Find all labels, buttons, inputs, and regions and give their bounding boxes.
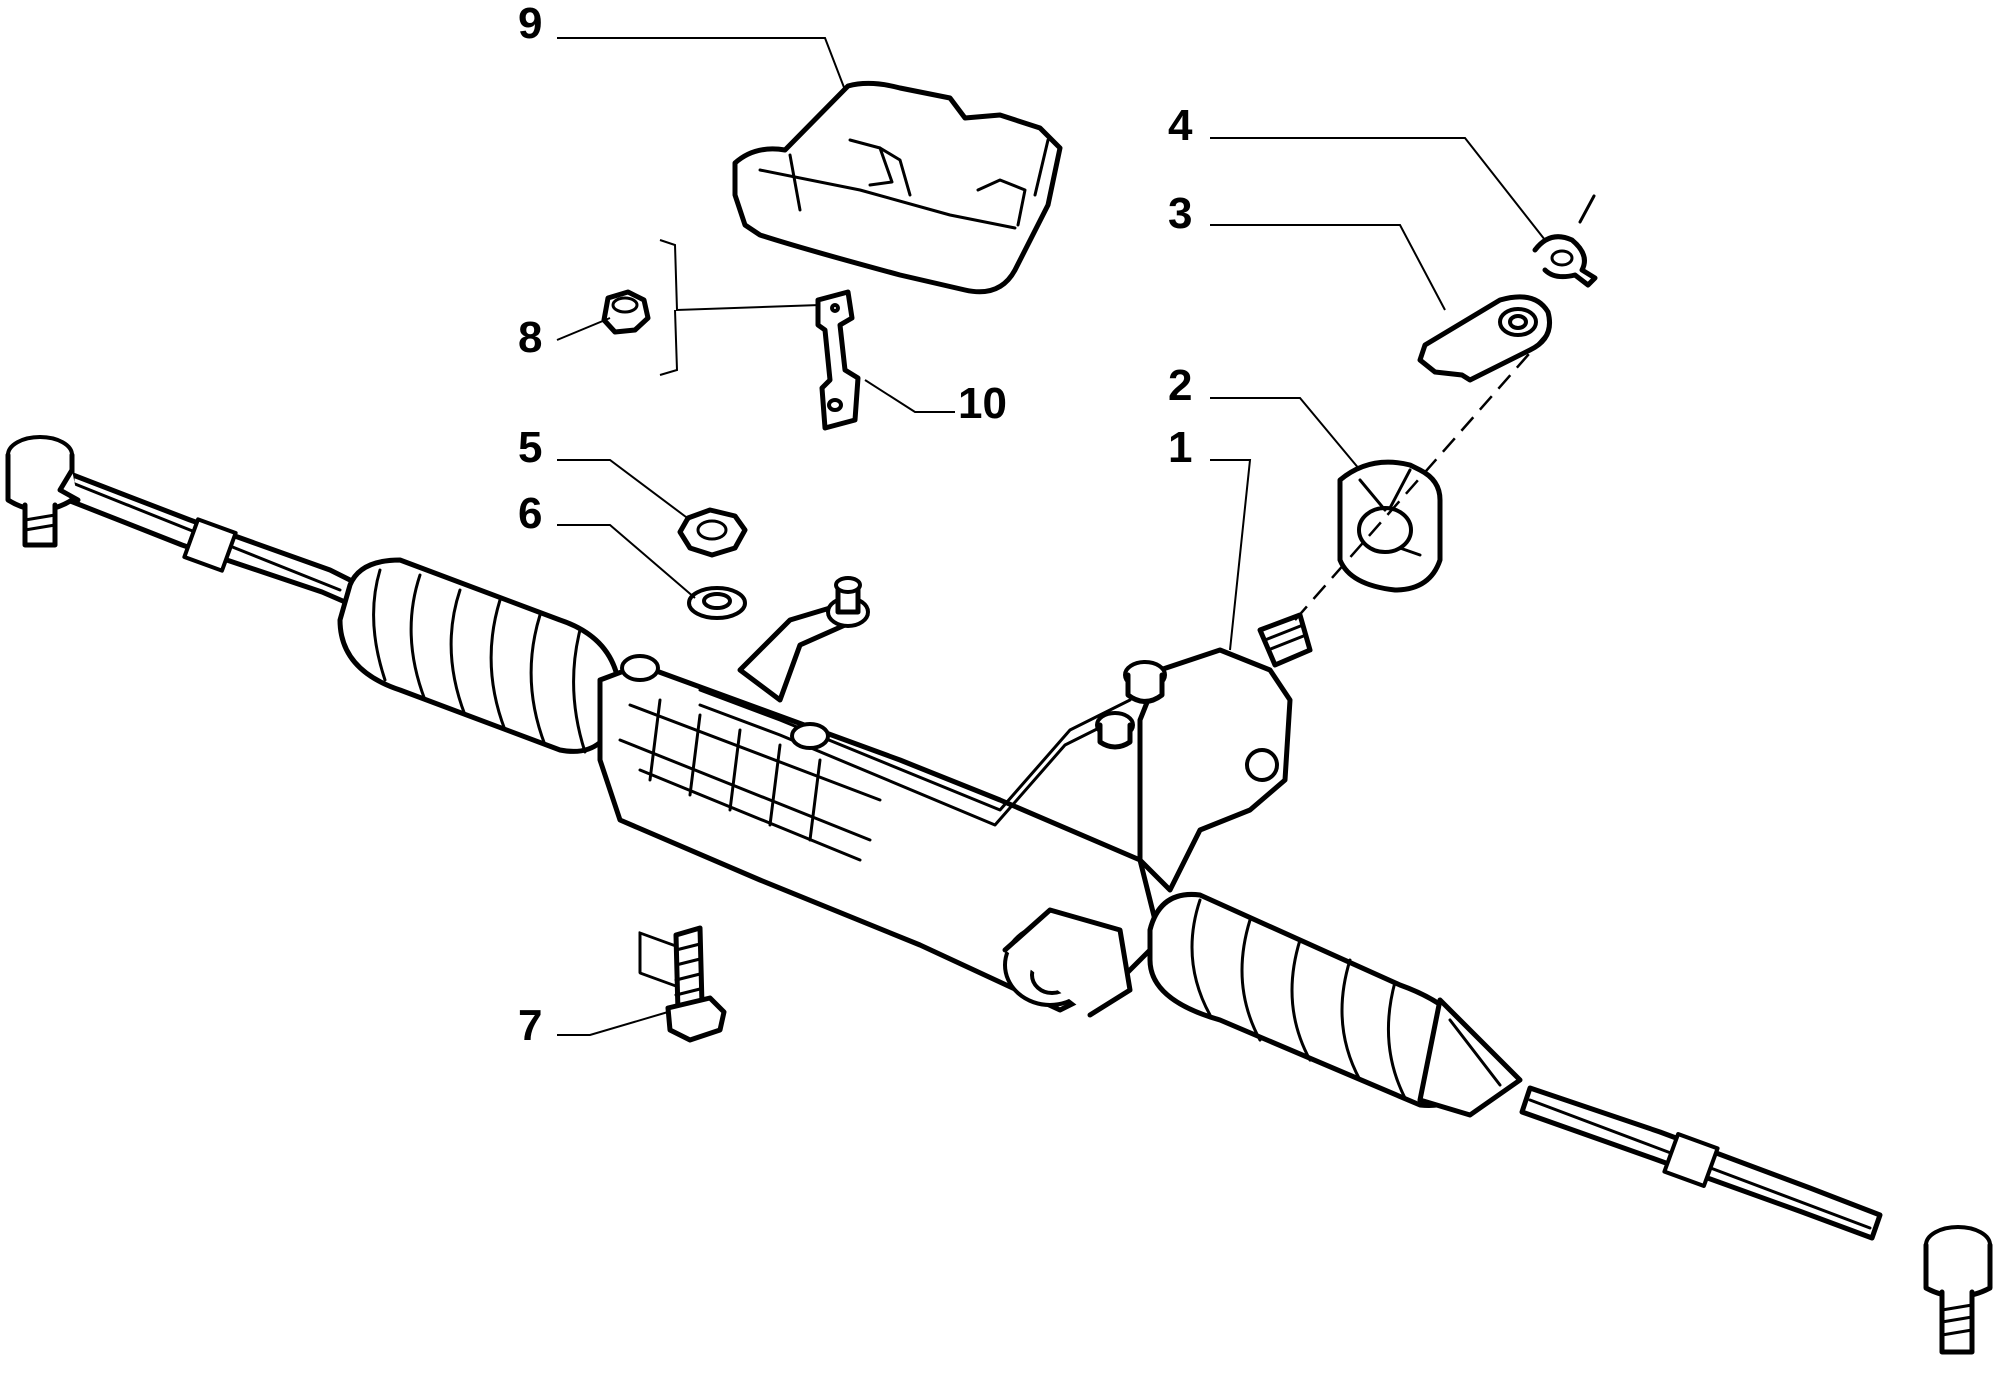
callout-labels: 9 8 10 5 6 7 4 3 2 1 — [518, 0, 1193, 1050]
leader-lines — [556, 37, 1546, 1036]
leader-line-4 — [1210, 137, 1546, 241]
right-bellows-boot — [1147, 891, 1523, 1118]
part-3-bracket — [1417, 294, 1552, 383]
part-9-heat-shield — [732, 80, 1063, 295]
adjuster-housing — [1002, 907, 1133, 1018]
leader-line-7 — [557, 1011, 669, 1036]
leader-line-8 — [556, 317, 611, 341]
left-bellows-boot — [337, 557, 623, 754]
part-5-nut — [677, 507, 748, 558]
callout-5: 5 — [518, 423, 542, 472]
callout-9: 9 — [518, 0, 542, 48]
leader-line-1 — [1210, 459, 1252, 651]
callout-10: 10 — [958, 379, 1007, 428]
part-7-bolt — [665, 925, 727, 1043]
leader-line-6 — [557, 524, 696, 599]
callout-4: 4 — [1168, 101, 1193, 150]
leader-line-2 — [1210, 397, 1361, 471]
leader-line-10 — [864, 379, 955, 413]
assembly-axis-line — [1294, 329, 1551, 621]
left-tie-rod — [5, 435, 363, 608]
part-2-pinion-cover — [1337, 459, 1443, 593]
right-tie-rod — [1519, 1085, 1993, 1355]
callout-7: 7 — [518, 1001, 542, 1050]
part-10-clip — [815, 289, 861, 431]
part-8-nut — [601, 289, 651, 335]
callout-2: 2 — [1168, 361, 1192, 410]
leader-line-3 — [1210, 224, 1446, 311]
callout-8: 8 — [518, 313, 542, 362]
leader-line-9 — [557, 37, 846, 91]
leader-line-10-bracket — [659, 239, 821, 376]
rack-housing — [597, 576, 1163, 1013]
callout-1: 1 — [1168, 423, 1192, 472]
callout-6: 6 — [518, 489, 542, 538]
callout-3: 3 — [1168, 189, 1192, 238]
valve-body — [1095, 612, 1313, 893]
part-4-circlip — [1532, 194, 1598, 288]
leader-line-5 — [557, 459, 691, 521]
part-6-washer — [687, 586, 747, 620]
